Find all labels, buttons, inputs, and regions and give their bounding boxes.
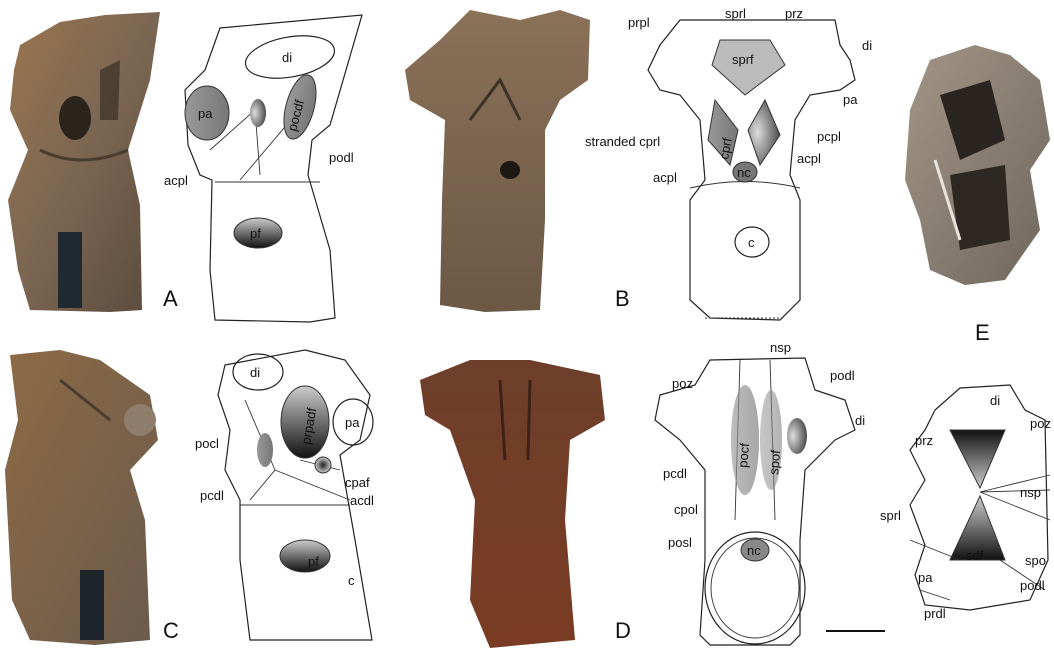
drawing-a-lateral bbox=[185, 15, 362, 322]
label-c-pcdl: pcdl bbox=[200, 488, 224, 503]
label-d-pocf: pocf bbox=[735, 442, 752, 468]
label-e-sdf: sdf bbox=[966, 548, 984, 563]
labels-a: di pa pocdf acpl podl pf bbox=[164, 50, 354, 241]
label-b-acpl: acpl bbox=[653, 170, 677, 185]
label-d-di: di bbox=[855, 413, 865, 428]
panel-letters: A B C D E bbox=[163, 286, 990, 643]
label-d-nsp: nsp bbox=[770, 340, 791, 355]
label-b-sprl: sprl bbox=[725, 6, 746, 21]
label-d-cpol: cpol bbox=[674, 502, 698, 517]
label-b-pa: pa bbox=[843, 92, 858, 107]
label-e-di: di bbox=[990, 393, 1000, 408]
label-e-sprl: sprl bbox=[880, 508, 901, 523]
label-d-posl: posl bbox=[668, 535, 692, 550]
label-b-c: c bbox=[748, 235, 755, 250]
photo-c-vertebra bbox=[5, 350, 158, 645]
label-e-prdl: prdl bbox=[924, 606, 946, 621]
panel-letter-b: B bbox=[615, 286, 630, 311]
label-e-spo: spo bbox=[1025, 553, 1046, 568]
panel-letter-d: D bbox=[615, 618, 631, 643]
photo-b-vertebra bbox=[405, 10, 590, 312]
label-d-podl: podl bbox=[830, 368, 855, 383]
label-c-pocl: pocl bbox=[195, 436, 219, 451]
panel-letter-a: A bbox=[163, 286, 178, 311]
label-d-spof: spof bbox=[766, 449, 783, 475]
label-a-acpl: acpl bbox=[164, 173, 188, 188]
photo-e-vertebra bbox=[905, 45, 1050, 285]
label-c-pf: pf bbox=[308, 554, 319, 569]
labels-e: di poz prz nsp sprl sdf spo pa podl prdl bbox=[880, 393, 1051, 621]
label-d-nc: nc bbox=[747, 543, 761, 558]
label-e-nsp: nsp bbox=[1020, 485, 1041, 500]
panel-letter-e: E bbox=[975, 320, 990, 345]
label-b-acpl-right: acpl bbox=[797, 151, 821, 166]
label-b-prz: prz bbox=[785, 6, 803, 21]
label-a-pf: pf bbox=[250, 226, 261, 241]
label-b-sprf: sprf bbox=[732, 52, 754, 67]
label-d-pcdl: pcdl bbox=[663, 466, 687, 481]
label-c-di: di bbox=[250, 365, 260, 380]
label-c-acdl: acdl bbox=[350, 493, 374, 508]
label-b-di: di bbox=[862, 38, 872, 53]
label-c-pa: pa bbox=[345, 415, 360, 430]
label-d-poz: poz bbox=[672, 376, 693, 391]
label-c-cpaf: cpaf bbox=[345, 475, 370, 490]
label-b-pcpl: pcpl bbox=[817, 129, 841, 144]
panel-letter-c: C bbox=[163, 618, 179, 643]
label-b-stranded-cprl: stranded cprl bbox=[585, 134, 660, 149]
label-c-c: c bbox=[348, 573, 355, 588]
label-b-nc: nc bbox=[737, 165, 751, 180]
photo-d-vertebra bbox=[420, 360, 605, 648]
label-e-pa: pa bbox=[918, 570, 933, 585]
photo-a-vertebra bbox=[8, 12, 160, 312]
label-a-di: di bbox=[282, 50, 292, 65]
label-e-podl: podl bbox=[1020, 578, 1045, 593]
label-e-prz: prz bbox=[915, 433, 933, 448]
label-e-poz: poz bbox=[1030, 416, 1051, 431]
label-a-pa: pa bbox=[198, 106, 213, 121]
label-a-podl: podl bbox=[329, 150, 354, 165]
label-b-prpl: prpl bbox=[628, 15, 650, 30]
